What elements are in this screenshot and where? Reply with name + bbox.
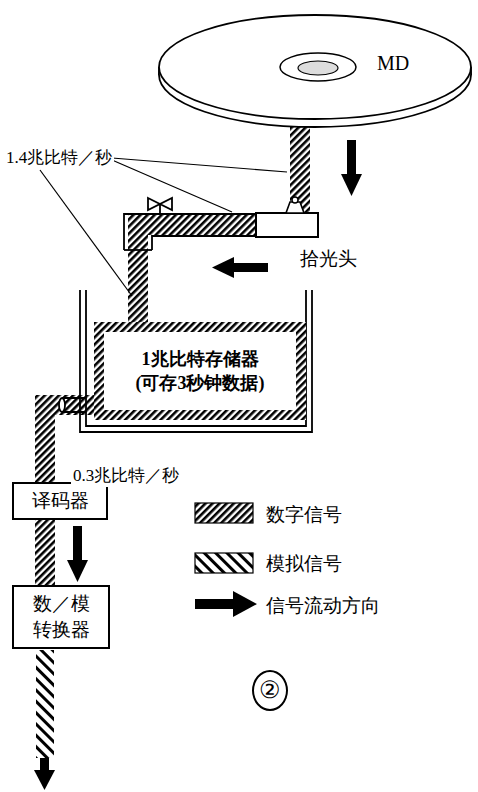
memory-border: [94, 322, 306, 420]
edge-label: 0.3兆比特／秒: [71, 464, 181, 487]
process-box: 译码器: [12, 482, 108, 520]
signal-band: [35, 520, 55, 585]
legend-text: 数字信号: [266, 502, 342, 528]
tank: [59, 290, 312, 432]
legend-swatch: [195, 591, 257, 617]
disc: MD: [155, 12, 473, 137]
legend-swatch: [195, 553, 253, 573]
disc-label: MD: [377, 52, 409, 75]
flow-arrow: [34, 140, 362, 790]
disc-hole: [280, 53, 356, 81]
faucet: [124, 198, 256, 250]
legend-text: 模拟信号: [266, 551, 342, 577]
disc-hole: [298, 61, 338, 75]
node-text: 1兆比特存储器 (可存3秒钟数据): [110, 347, 290, 396]
node-text: ②: [259, 674, 281, 706]
legend-swatch: [195, 503, 253, 523]
node-text: 译码器: [32, 488, 89, 514]
analog-signal: [36, 650, 54, 758]
process-box: 数／模 转换器: [12, 585, 110, 649]
pickup-head: [256, 197, 318, 237]
legend-text: 信号流动方向: [266, 593, 380, 619]
disc-outline: [155, 12, 473, 137]
part-name: 拾光头: [300, 246, 357, 272]
leader-line: [40, 158, 287, 296]
disc-top: [159, 15, 471, 119]
node-text: 数／模 转换器: [20, 591, 102, 642]
callout-circle: ②: [252, 670, 288, 711]
memory-border: [99, 327, 301, 415]
signal-pipe: [45, 520, 46, 585]
memory-box: 1兆比特存储器 (可存3秒钟数据): [94, 322, 306, 420]
data-rate: 1.4兆比特／秒: [4, 146, 114, 169]
